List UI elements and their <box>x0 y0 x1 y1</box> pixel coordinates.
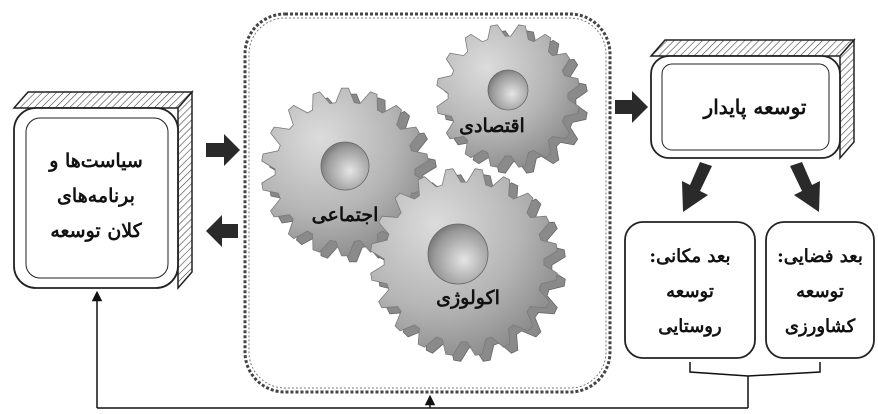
policy-line-3: کلان توسعه <box>50 220 142 242</box>
territorial-line-3: کشاورزی <box>785 316 856 337</box>
spatial-line-1: بعد مکانی: <box>649 246 730 267</box>
sustainable-box: توسعه پایدار <box>649 38 856 160</box>
arrow-to-sustainable <box>615 91 648 123</box>
gear-ecological <box>370 168 566 362</box>
territorial-line-2: توسعه <box>796 281 844 302</box>
spatial-box: بعد مکانی: توسعه روستایی <box>624 221 756 359</box>
arrow-left-to-policy <box>206 215 238 247</box>
gear-label-social: اجتماعی <box>312 204 379 226</box>
gears-group <box>261 24 588 362</box>
policy-box: سیاست‌ها و برنامه‌های کلان توسعه <box>12 90 194 290</box>
territorial-line-1: بعد فضایی: <box>777 246 863 267</box>
policy-line-2: برنامه‌های <box>57 185 135 207</box>
arrow-right-to-gears <box>206 134 240 166</box>
arrow-down-right <box>790 162 820 212</box>
spatial-line-2: توسعه <box>666 281 714 302</box>
gear-label-economic: اقتصادی <box>459 115 525 137</box>
gear-label-ecological: اکولوژی <box>436 287 500 309</box>
policy-line-1: سیاست‌ها و <box>47 150 143 172</box>
territorial-box: بعد فضایی: توسعه کشاورزی <box>765 221 875 359</box>
sustainable-label: توسعه پایدار <box>702 95 807 120</box>
arrow-down-left <box>682 162 712 212</box>
spatial-line-3: روستایی <box>658 316 721 337</box>
gear-economic <box>436 24 588 174</box>
feedback-connector <box>91 290 821 409</box>
